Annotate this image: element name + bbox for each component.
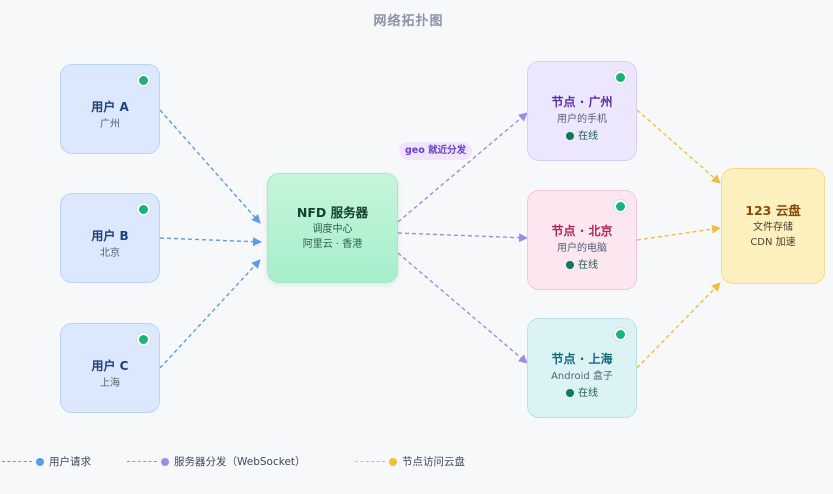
- geo-distribution-label: geo 就近分发: [399, 142, 473, 160]
- edge-beijing-cloud: [636, 224, 721, 241]
- edge-node-name: 节点 · 广州: [551, 94, 613, 109]
- legend-item-node-cloud: 节点访问云盘: [355, 454, 465, 469]
- cloud-storage-node[interactable]: 123 云盘 文件存储 CDN 加速: [721, 168, 825, 284]
- dashed-line-icon: [355, 461, 385, 462]
- edge-guangzhou-cloud: [636, 109, 721, 184]
- legend-item-user-request: 用户请求: [2, 454, 91, 469]
- edge-node-status: 在线: [566, 258, 598, 273]
- status-text: 在线: [578, 259, 598, 271]
- edge-shanghai-cloud: [636, 282, 721, 369]
- dashed-line-icon: [127, 461, 157, 462]
- legend-dot-icon: [389, 457, 397, 466]
- legend-dot-icon: [36, 457, 44, 466]
- legend-label: 服务器分发（WebSocket）: [174, 456, 306, 468]
- server-role: 调度中心: [312, 223, 353, 235]
- edge-node-name: 节点 · 上海: [551, 351, 613, 366]
- legend-dot-icon: [161, 457, 169, 466]
- edge-node-shanghai[interactable]: 节点 · 上海 Android 盒子 在线: [527, 318, 637, 418]
- dashed-line-icon: [2, 461, 32, 462]
- online-dot-icon: [137, 203, 150, 216]
- server-node[interactable]: NFD 服务器 调度中心 阿里云 · 香港: [267, 173, 398, 283]
- edge-node-status: 在线: [566, 386, 598, 401]
- edge-user-a-server: [159, 109, 261, 224]
- edge-node-device: 用户的手机: [557, 113, 607, 125]
- server-location: 阿里云 · 香港: [302, 238, 363, 250]
- edge-node-beijing[interactable]: 节点 · 北京 用户的电脑 在线: [527, 190, 637, 290]
- user-node-c[interactable]: 用户 C 上海: [60, 323, 160, 413]
- edge-server-beijing: [397, 232, 528, 243]
- user-city: 北京: [100, 248, 120, 259]
- legend-item-server-dispatch: 服务器分发（WebSocket）: [127, 454, 306, 469]
- edge-user-c-server: [159, 259, 261, 369]
- user-name: 用户 A: [91, 100, 129, 114]
- edge-server-guangzhou: [397, 112, 528, 223]
- status-dot-icon: [566, 389, 574, 397]
- user-name: 用户 C: [91, 359, 129, 373]
- legend-label: 用户请求: [49, 456, 91, 468]
- edge-node-status: 在线: [566, 129, 598, 144]
- edge-server-shanghai: [397, 252, 528, 364]
- user-node-b[interactable]: 用户 B 北京: [60, 193, 160, 283]
- edge-node-name: 节点 · 北京: [551, 223, 613, 238]
- status-text: 在线: [578, 387, 598, 399]
- user-node-a[interactable]: 用户 A 广州: [60, 64, 160, 154]
- server-name: NFD 服务器: [296, 204, 369, 220]
- online-dot-icon: [137, 74, 150, 87]
- diagram-title: 网络拓扑图: [373, 14, 444, 29]
- edge-user-b-server: [159, 237, 262, 247]
- online-dot-icon: [614, 328, 627, 341]
- edge-node-device: 用户的电脑: [557, 242, 607, 254]
- online-dot-icon: [137, 333, 150, 346]
- user-city: 广州: [100, 119, 120, 130]
- edge-node-guangzhou[interactable]: 节点 · 广州 用户的手机 在线: [527, 61, 637, 161]
- user-name: 用户 B: [91, 229, 129, 243]
- online-dot-icon: [614, 200, 627, 213]
- cloud-name: 123 云盘: [745, 202, 801, 218]
- cloud-line-2: CDN 加速: [750, 236, 796, 248]
- legend-label: 节点访问云盘: [402, 456, 465, 468]
- edge-node-device: Android 盒子: [551, 370, 613, 382]
- user-city: 上海: [100, 378, 120, 389]
- online-dot-icon: [614, 71, 627, 84]
- status-dot-icon: [566, 261, 574, 269]
- cloud-line-1: 文件存储: [753, 221, 793, 233]
- status-dot-icon: [566, 132, 574, 140]
- status-text: 在线: [578, 130, 598, 142]
